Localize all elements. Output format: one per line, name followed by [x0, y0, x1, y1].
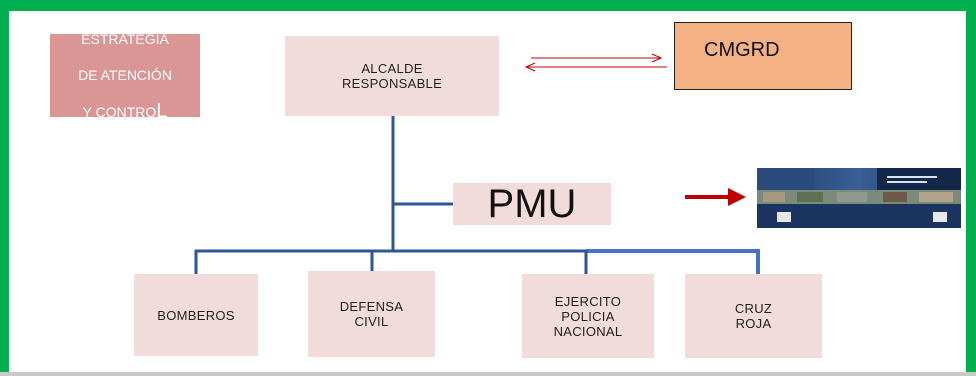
- cruz-roja-label: CRUZ ROJA: [734, 301, 773, 331]
- cmgrd-box: CMGRD: [674, 22, 852, 90]
- bomberos-box: BOMBEROS: [134, 274, 258, 356]
- defensa-civil-label: DEFENSA CIVIL: [339, 299, 404, 329]
- pmu-box: PMU: [453, 183, 611, 225]
- strategy-line-1: ESTRATEGIA: [81, 31, 169, 47]
- cruz-roja-box: CRUZ ROJA: [685, 274, 822, 358]
- strategy-box: ESTRATEGIA DE ATENCIÓN Y CONTROL: [50, 31, 200, 121]
- pmu-document-thumbnail: [757, 168, 961, 228]
- cmgrd-label: CMGRD: [704, 39, 780, 61]
- strategy-line-3: Y CONTRO: [82, 104, 157, 120]
- alcalde-box: ALCALDE RESPONSABLE: [285, 36, 499, 116]
- strategy-line-3-suffix: L: [156, 100, 168, 122]
- defensa-civil-box: DEFENSA CIVIL: [308, 271, 435, 357]
- right-arrow-icon: [685, 188, 746, 206]
- ejercito-policia-box: EJERCITO POLICIA NACIONAL: [522, 274, 654, 358]
- bomberos-label: BOMBEROS: [157, 307, 235, 323]
- ejercito-policia-label: EJERCITO POLICIA NACIONAL: [553, 293, 623, 339]
- bidirectional-arrow-icon: [524, 53, 667, 72]
- alcalde-label: ALCALDE RESPONSABLE: [341, 61, 443, 91]
- frame-left-border: [0, 0, 9, 376]
- strategy-line-2: DE ATENCIÓN: [78, 67, 172, 83]
- frame-bottom-border: [0, 372, 976, 376]
- frame-top-border: [0, 0, 976, 11]
- frame-right-border: [966, 0, 976, 376]
- pmu-label: PMU: [487, 181, 577, 226]
